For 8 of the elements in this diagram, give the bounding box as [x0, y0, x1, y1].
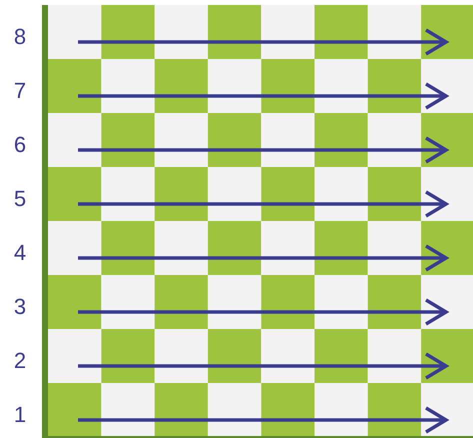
rank-number: 3: [12, 295, 28, 319]
rank-number: 6: [12, 133, 28, 157]
rank-number: 7: [12, 79, 28, 103]
rank-number: 4: [12, 241, 28, 265]
rank-number: 5: [12, 187, 28, 211]
rank-number: 2: [12, 349, 28, 373]
rank-number: 1: [12, 403, 28, 427]
rank-number: 8: [12, 25, 28, 49]
